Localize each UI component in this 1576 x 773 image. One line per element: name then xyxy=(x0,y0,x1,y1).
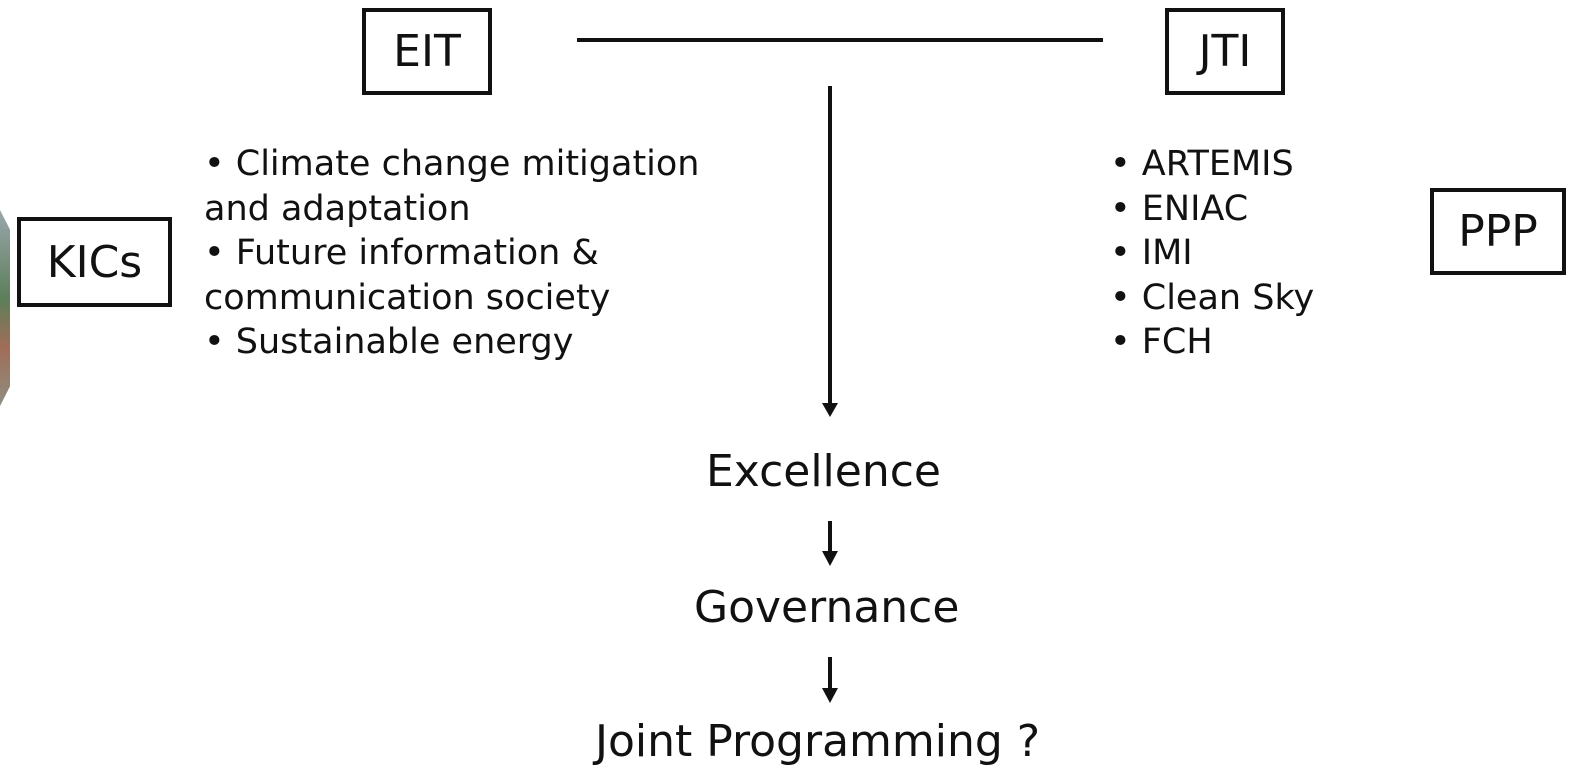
eit-topic-item: • Future information & communication soc… xyxy=(204,233,611,318)
jti-box: JTI xyxy=(1165,8,1285,95)
eit-topic-item: • Climate change mitigation and adaptati… xyxy=(204,144,700,229)
jti-label: JTI xyxy=(1198,26,1252,77)
eit-box: EIT xyxy=(362,8,492,95)
eit-topic-item: • Sustainable energy xyxy=(204,322,574,362)
excellence-label: Excellence xyxy=(706,446,941,497)
eit-topic-list: • Climate change mitigation and adaptati… xyxy=(204,142,764,365)
kics-label: KICs xyxy=(46,236,143,288)
excellence-arrow-head xyxy=(822,551,838,566)
main-arrow-head xyxy=(822,403,838,417)
eit-label: EIT xyxy=(393,26,461,77)
kics-box: KICs xyxy=(17,217,172,307)
jti-initiative-item: • ARTEMIS xyxy=(1110,144,1294,184)
governance-label: Governance xyxy=(694,582,960,633)
joint-programming-label: Joint Programming ? xyxy=(595,716,1041,767)
governance-arrow-head xyxy=(822,688,838,703)
ppp-box: PPP xyxy=(1430,188,1566,275)
jti-initiative-item: • Clean Sky xyxy=(1110,277,1315,318)
jti-initiative-item: • IMI xyxy=(1110,233,1193,273)
partial-photo xyxy=(0,210,10,406)
jti-initiative-item: • FCH xyxy=(1110,322,1213,362)
jti-initiative-item: • ENIAC xyxy=(1110,188,1249,229)
ppp-label: PPP xyxy=(1458,206,1538,257)
jti-initiative-list: • ARTEMIS • ENIAC • IMI • Clean Sky • FC… xyxy=(1110,142,1410,365)
